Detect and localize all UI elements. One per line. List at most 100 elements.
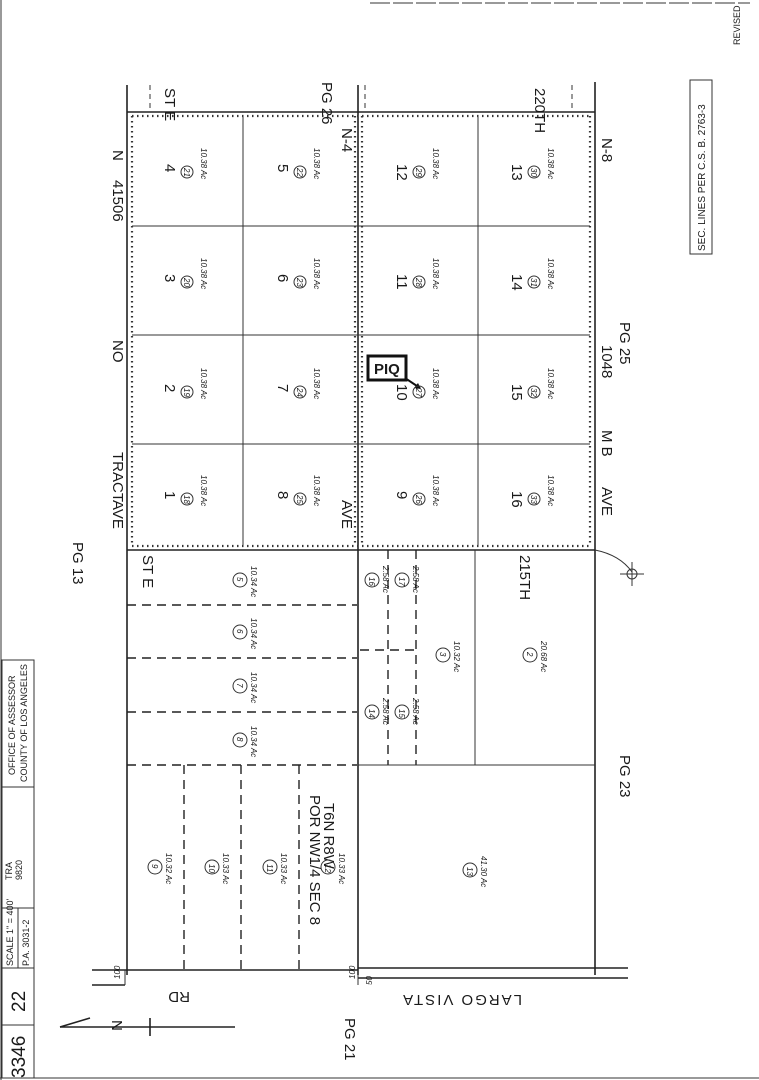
parcel-number: 8	[235, 737, 244, 742]
parcel-number: 28	[414, 277, 423, 287]
tract-number: 41506	[109, 180, 126, 222]
parcel-area: 10.33 Ac	[221, 853, 230, 884]
parcel-area: 2.58 Ac	[381, 565, 390, 593]
parcel-area: 10.34 Ac	[249, 726, 258, 757]
parcel-area: 10.38 Ac	[431, 368, 440, 399]
lot-number: 16	[508, 491, 525, 508]
lot-number: 1	[161, 491, 178, 499]
lot-number: 15	[508, 384, 525, 401]
north-label: N	[108, 1020, 125, 1031]
street-220th: 220TH	[531, 88, 548, 133]
lot-number: 8	[274, 491, 291, 499]
street-ave-mid: AVE	[338, 500, 355, 529]
parcel-area: 2.58 Ac	[411, 697, 420, 725]
pa-label: P.A. 3031-2	[21, 920, 31, 966]
parcel-number: 23	[295, 277, 304, 287]
tract-lot[interactable]: 6 23 10.38 Ac	[274, 258, 321, 289]
tra-value: 9820	[14, 860, 24, 880]
parcel-area: 10.38 Ac	[312, 258, 321, 289]
parcel-circle	[412, 385, 426, 399]
parcel-area: 2.58 Ac	[381, 697, 390, 725]
parcel-area: 41.30 Ac	[479, 856, 488, 887]
parcel-circle	[180, 385, 194, 399]
parcel-number: 2	[525, 651, 534, 657]
parcel-area: 10.38 Ac	[431, 148, 440, 179]
tract-no-label: NO	[109, 340, 126, 363]
parcel-circle	[262, 859, 278, 875]
mb-label: M B	[598, 430, 615, 457]
parcel-area: 10.34 Ac	[249, 566, 258, 597]
parcel-circle	[527, 275, 541, 289]
parcel-circle	[293, 492, 307, 506]
tra-label: TRA	[4, 862, 14, 880]
parcel-area: 10.38 Ac	[546, 368, 555, 399]
parcel-number: 11	[265, 864, 274, 872]
lot-number: 5	[274, 164, 291, 172]
tract-lot[interactable]: 13 30 10.38 Ac	[508, 148, 555, 181]
street-rd: RD	[168, 988, 190, 1005]
parcel-number: 5	[235, 577, 244, 582]
parcel-area: 10.38 Ac	[546, 475, 555, 506]
parcel-number: 3	[438, 652, 447, 657]
mb-number: 1048	[598, 345, 615, 378]
parcel-number: 20	[182, 277, 191, 287]
parcel-number: 22	[295, 167, 304, 177]
page-ref-25: PG 25	[616, 322, 633, 365]
tract-lot[interactable]: 11 28 10.38 Ac	[393, 258, 440, 290]
parcel-circle	[412, 165, 426, 179]
section-parcel[interactable]: 13 41.30 Ac	[462, 856, 488, 887]
parcel-area: 10.38 Ac	[431, 258, 440, 289]
parcel-circle	[232, 732, 248, 748]
parcel-circle	[394, 572, 410, 588]
parcel-number: 30	[529, 168, 538, 177]
parcel-circle	[320, 859, 336, 875]
parcel-area: 10.33 Ac	[337, 853, 346, 884]
parcel-area: 10.38 Ac	[312, 368, 321, 399]
lot-number: 6	[274, 274, 291, 282]
parcel-area: 10.38 Ac	[546, 148, 555, 179]
parcel-number: 18	[182, 495, 191, 504]
lot-number: 11	[393, 274, 410, 290]
page-number: 22	[9, 991, 30, 1012]
lot-number: 13	[508, 164, 525, 181]
street-215th: 215TH	[516, 555, 533, 600]
parcel-area: 10.32 Ac	[164, 853, 173, 884]
county-label: COUNTY OF LOS ANGELES	[19, 664, 29, 782]
parcel-circle	[180, 275, 194, 289]
section-parcel[interactable]: 8 10.34 Ac	[232, 726, 258, 757]
street-n: N	[109, 150, 126, 161]
parcel-circle	[232, 678, 248, 694]
parcel-circle	[232, 624, 248, 640]
lot-number: 10	[393, 384, 410, 401]
parcel-number: 13	[465, 867, 474, 876]
section-parcel[interactable]: 5 10.34 Ac	[232, 566, 258, 597]
parcel-circle	[527, 492, 541, 506]
street-ave-left: AVE	[109, 500, 126, 529]
